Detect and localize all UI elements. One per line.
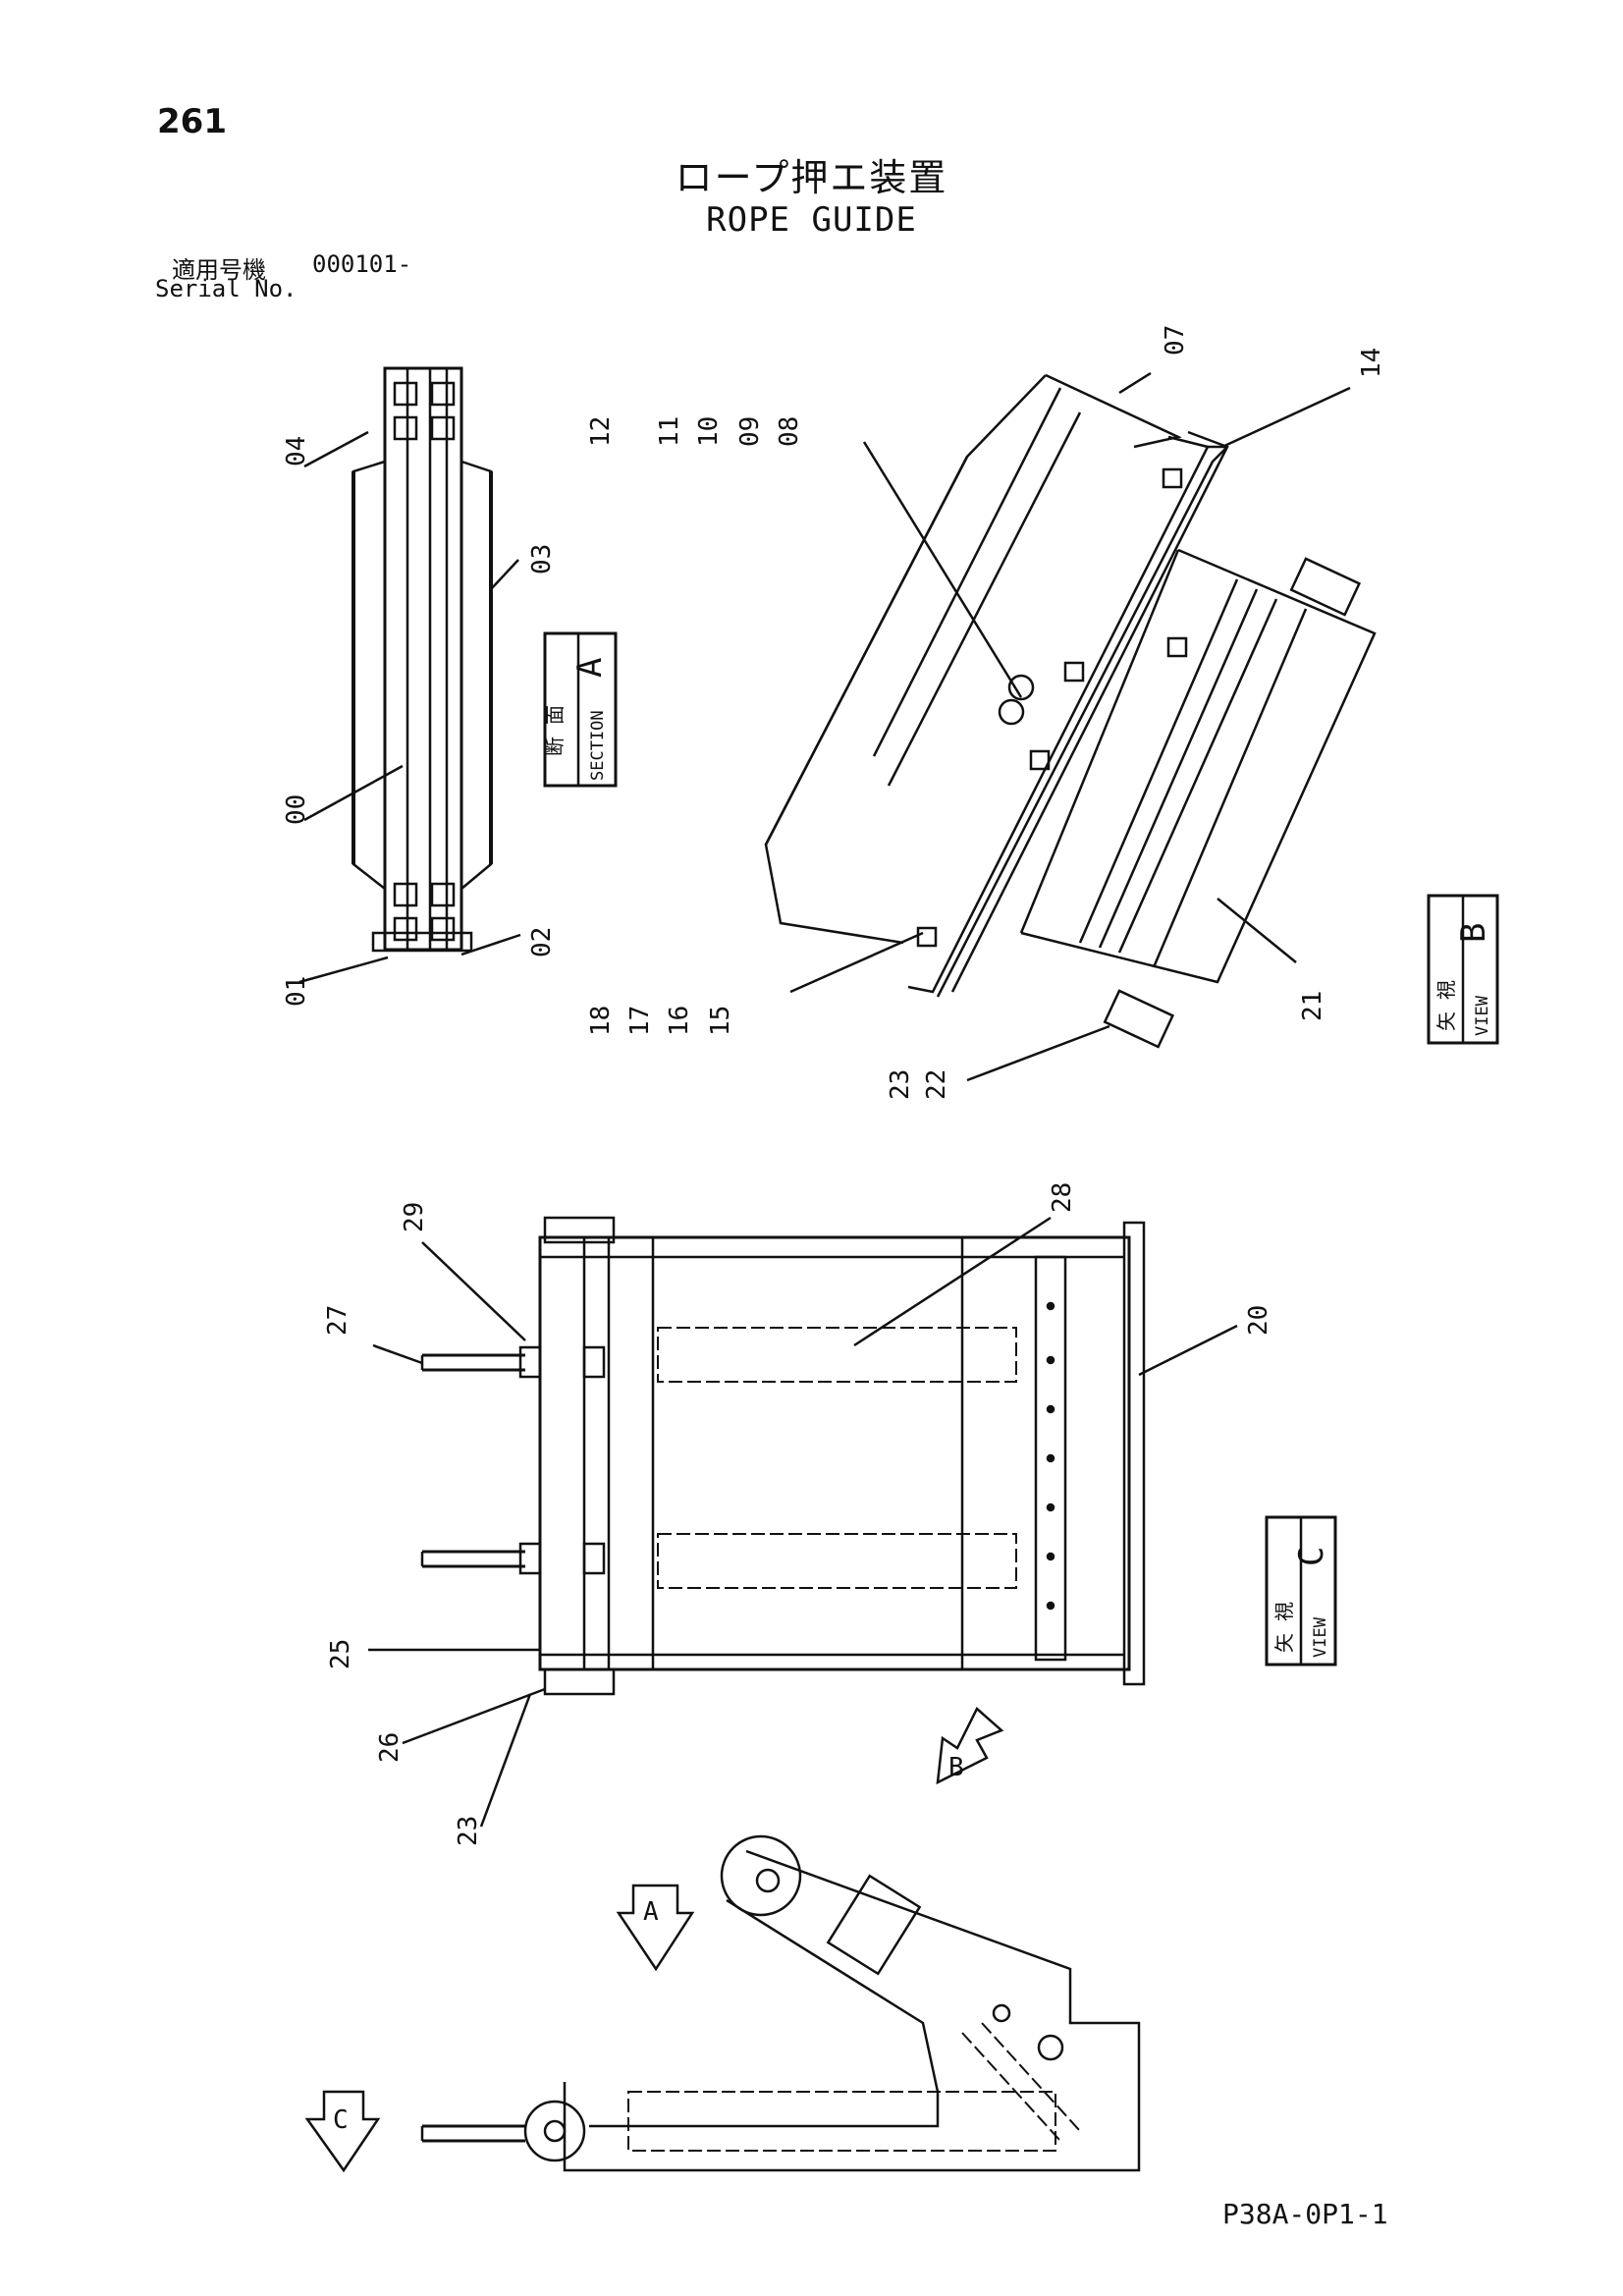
view-b-text: VIEW — [1473, 995, 1492, 1036]
part-label: 15 — [706, 1006, 735, 1036]
part-label: 03 — [527, 544, 557, 574]
section-a-text: SECTION — [588, 710, 608, 781]
part-label: 28 — [1048, 1182, 1077, 1213]
serial-label-japanese: 適用号機 — [172, 256, 266, 284]
section-a-assembly — [298, 366, 521, 984]
part-label: 04 — [282, 436, 311, 466]
part-label: 10 — [694, 416, 724, 447]
part-label: 22 — [922, 1069, 951, 1100]
section-a-kanji: 断 面 — [543, 705, 567, 756]
view-b-assembly — [764, 371, 1377, 1082]
part-label: 25 — [326, 1639, 355, 1669]
view-c-kanji: 矢 視 — [1272, 1602, 1296, 1653]
part-label: 23 — [454, 1816, 483, 1846]
view-arrow-c-letter: C — [333, 2105, 349, 2135]
page-number: 261 — [157, 102, 227, 141]
view-b-letter: B — [1454, 923, 1493, 943]
view-c-text: VIEW — [1311, 1616, 1330, 1658]
part-label: 12 — [586, 416, 616, 447]
view-arrow-c: C — [304, 2090, 381, 2173]
part-label: 18 — [586, 1006, 616, 1036]
view-arrow-b: B — [936, 1706, 1004, 1785]
title-english: ROPE GUIDE — [706, 200, 917, 240]
part-label: 17 — [625, 1006, 655, 1036]
part-label: 23 — [886, 1069, 915, 1100]
serial-label-english: Serial No. — [155, 275, 298, 302]
serial-value: 000101- — [312, 250, 412, 278]
part-label: 27 — [323, 1305, 352, 1336]
part-label: 09 — [735, 416, 765, 447]
part-label: 20 — [1244, 1305, 1273, 1336]
view-arrow-a-letter: A — [643, 1897, 659, 1927]
view-b-kanji: 矢 視 — [1434, 980, 1458, 1031]
part-label: 29 — [400, 1202, 429, 1232]
view-c-label: 矢 視 VIEW C — [1265, 1515, 1337, 1667]
part-label: 01 — [282, 976, 311, 1007]
view-b-label: 矢 視 VIEW B — [1427, 894, 1499, 1045]
part-label: 21 — [1298, 991, 1327, 1021]
section-a-letter: A — [570, 658, 610, 678]
part-label: 26 — [375, 1732, 405, 1763]
part-label: 00 — [282, 794, 311, 825]
part-label: 14 — [1357, 348, 1386, 378]
part-label: 02 — [527, 927, 557, 957]
drawing-code: P38A-0P1-1 — [1222, 2198, 1388, 2230]
title-japanese: ロープ押エ装置 — [675, 156, 948, 199]
view-c-letter: C — [1292, 1547, 1331, 1566]
part-label: 08 — [775, 416, 804, 447]
side-view-assembly — [420, 1834, 1141, 2172]
view-arrow-a: A — [616, 1884, 695, 1972]
view-c-assembly — [368, 1216, 1238, 1828]
part-label: 07 — [1161, 325, 1190, 355]
view-arrow-b-letter: B — [948, 1753, 964, 1782]
section-a-label: 断 面 SECTION A — [543, 631, 618, 788]
part-label: 16 — [665, 1006, 694, 1036]
part-label: 11 — [655, 416, 684, 447]
